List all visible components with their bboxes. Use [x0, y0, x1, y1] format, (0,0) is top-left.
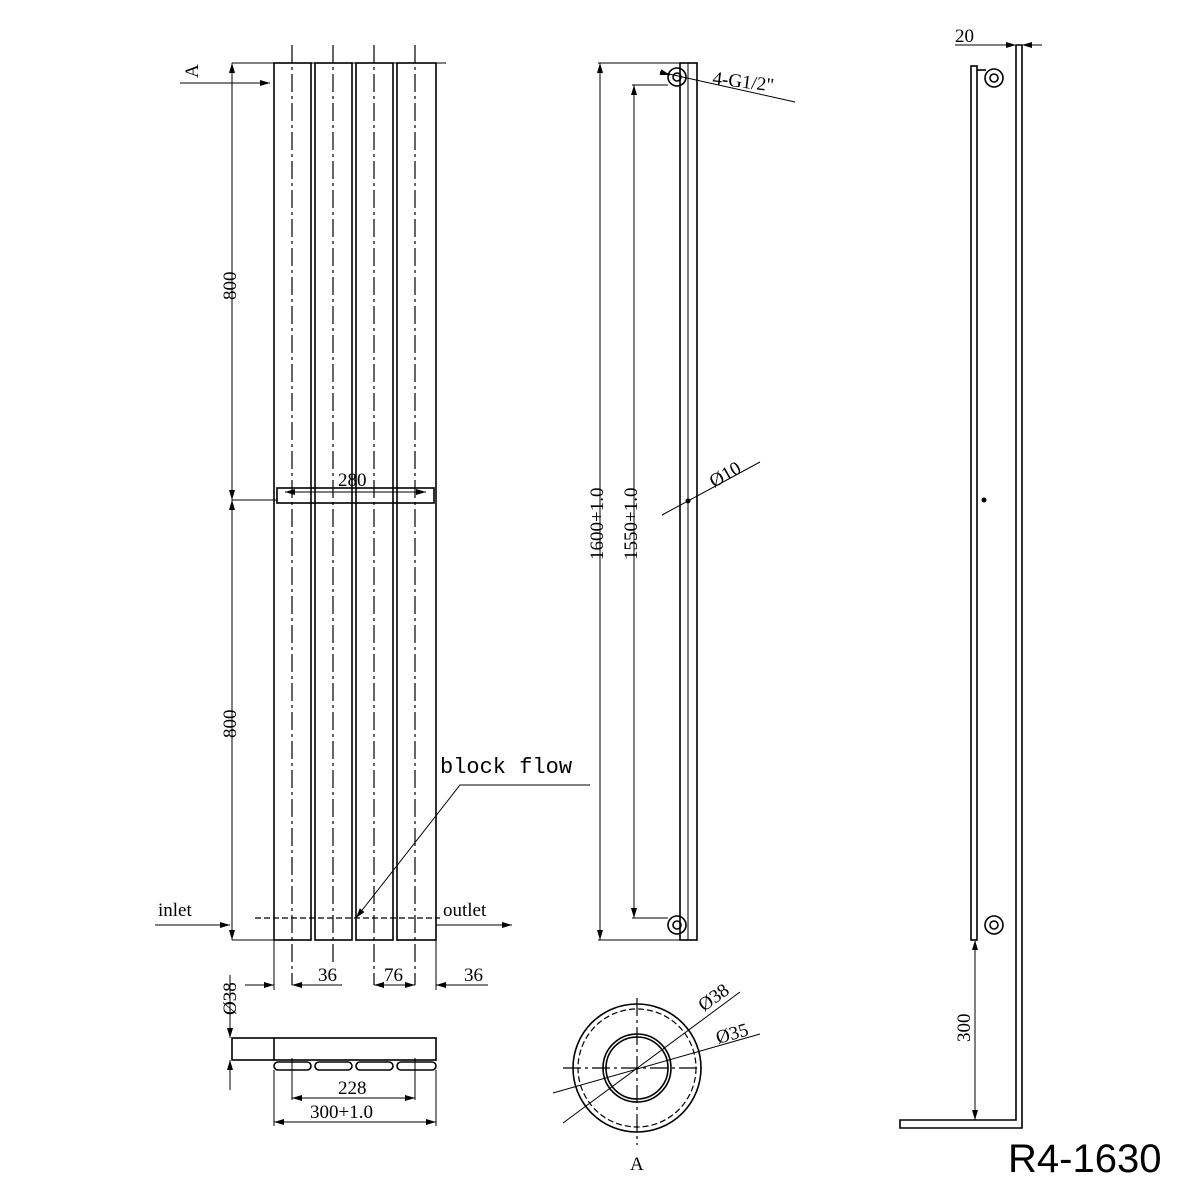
section-label: A: [630, 1154, 644, 1175]
bottom-view: Ø38 228 300+1.0: [220, 975, 437, 1126]
connection-inner: [672, 920, 682, 930]
block-flow-leader: [355, 784, 590, 919]
connection-top: [667, 67, 687, 87]
overall-height-label: 1600+1.0: [587, 488, 608, 560]
tube-4: [396, 62, 437, 941]
center-height-label: 1550+1.0: [621, 488, 642, 560]
section-marker-label: A: [182, 64, 203, 78]
bottom-outline: [231, 1037, 437, 1061]
front-view: 800 800 A 280 inlet outlet block flow 36…: [155, 45, 590, 990]
pipe-inner: [989, 920, 999, 930]
dim-lower-label: 800: [220, 710, 241, 739]
pipe-top: [984, 68, 1004, 88]
outlet-label: outlet: [443, 900, 487, 921]
wall-bracket: [276, 487, 435, 504]
hole-marker: [981, 497, 987, 503]
hole-marker: [685, 498, 691, 504]
inner-diameter-label: Ø35: [714, 1020, 751, 1049]
bracket-width-label: 280: [338, 470, 367, 491]
edge-spacing-right-label: 36: [464, 965, 483, 986]
radiator-profile: [970, 65, 978, 941]
hole-diameter-label: Ø10: [706, 458, 745, 493]
overall-width-label: 300+1.0: [310, 1102, 373, 1123]
floor-height-label: 300: [954, 1014, 975, 1043]
dim-upper-label: 800: [220, 272, 241, 301]
hole-leader: [661, 461, 761, 516]
inlet-label: inlet: [158, 900, 192, 921]
offset-label: 20: [955, 26, 974, 47]
tube-diameter-label: Ø38: [220, 982, 241, 1015]
connection-leader-arrow: [659, 69, 671, 76]
model-number: R4-1630: [1008, 1137, 1161, 1181]
connection-leader: [659, 71, 796, 103]
side-view: 1600+1.0 1550+1.0 4-G1/2" Ø10: [587, 62, 796, 941]
block-flow-label: block flow: [440, 755, 572, 780]
outer-diameter-leader: [562, 991, 741, 1124]
tube-section: [314, 1061, 353, 1071]
inner-diameter-leader: [552, 1033, 761, 1094]
center-span-label: 228: [338, 1078, 367, 1099]
connection-bottom: [667, 915, 687, 935]
center-spacing-label: 76: [384, 965, 403, 986]
wall-view: 20 300: [899, 26, 1042, 1129]
connection-label: 4-G1/2": [711, 68, 775, 96]
edge-spacing-left-label: 36: [318, 965, 337, 986]
tube-section: [396, 1061, 437, 1071]
section-view: Ø38 Ø35 A: [552, 980, 761, 1175]
wall-and-floor: [899, 44, 1023, 1129]
pipe-bottom: [984, 915, 1004, 935]
outer-diameter-label: Ø38: [695, 980, 734, 1016]
tube-section: [355, 1061, 394, 1071]
pipe-inner: [989, 73, 999, 83]
